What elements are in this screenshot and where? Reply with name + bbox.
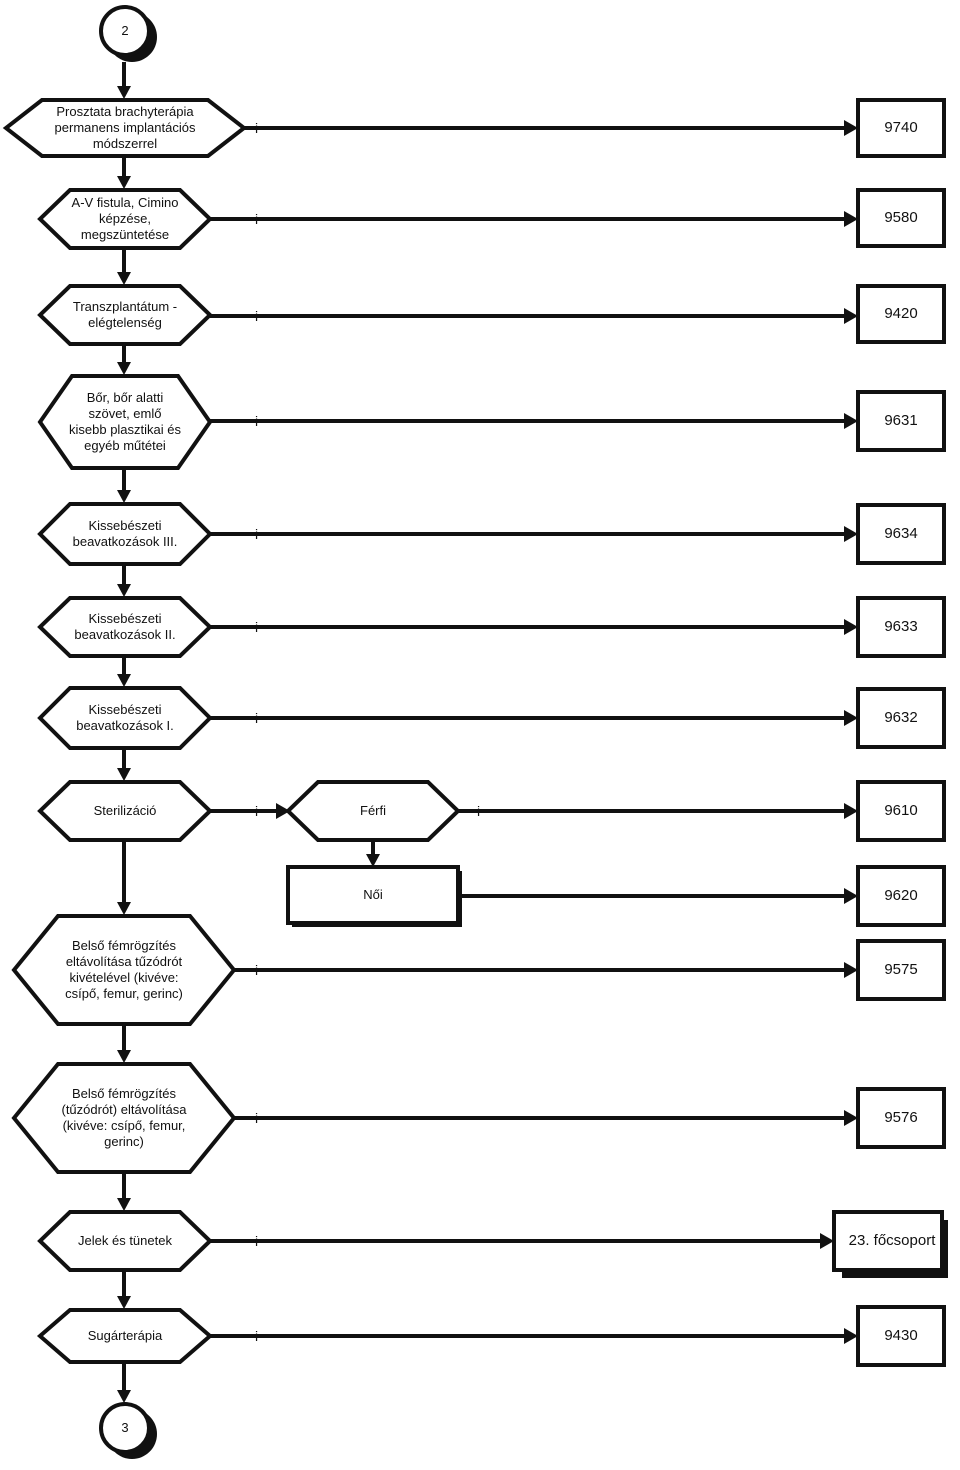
result-code: 9633 <box>884 618 918 635</box>
decision-label: Prosztata brachyterápia permanens implan… <box>54 104 196 151</box>
decision-d11 <box>37 1210 213 1272</box>
result-code: 9430 <box>884 1327 918 1344</box>
result-code: 9580 <box>884 209 918 226</box>
decision-label: Sterilizáció <box>93 803 157 818</box>
result-box-9632 <box>856 687 946 749</box>
decision-label: Sugárterápia <box>87 1328 163 1343</box>
process-label: Női <box>363 887 383 902</box>
branch-label: i <box>255 1233 259 1249</box>
decision-d12 <box>36 1308 214 1364</box>
result-box-focsoport <box>832 1210 944 1272</box>
result-box-9430 <box>856 1305 946 1367</box>
start-connector <box>99 5 151 57</box>
end-connector-label: 3 <box>121 1420 129 1435</box>
branch-label: i <box>255 413 259 429</box>
decision-d10 <box>11 1062 237 1174</box>
result-code: 9634 <box>884 525 918 542</box>
branch-label: i <box>255 120 259 136</box>
decision-d2 <box>37 188 213 250</box>
branch-label: i <box>255 1110 259 1126</box>
decision-label: Férfi <box>360 803 386 818</box>
decision-label: Transzplantátum -elégtelenség <box>72 299 178 330</box>
start-connector-label: 2 <box>121 23 129 38</box>
decision-label: Kissebészeti beavatkozások III. <box>72 518 178 549</box>
result-box-9580 <box>856 188 946 248</box>
result-code: 9740 <box>884 119 918 136</box>
decision-label: Belső fémrögzítés eltávolítása tűzódrót … <box>65 938 183 1001</box>
decision-d8 <box>37 780 213 842</box>
branch-label: i <box>477 803 481 819</box>
decision-label: Kissebészeti beavatkozások I. <box>76 702 174 733</box>
result-code: 9610 <box>884 802 918 819</box>
decision-d8a <box>285 780 461 842</box>
result-box-9420 <box>856 284 946 344</box>
decision-d9 <box>11 914 237 1026</box>
decision-label: Bőr, bőr alatti szövet, emlő kisebb plas… <box>69 390 181 453</box>
flowchart-shapes <box>2 5 948 1459</box>
result-box-9575 <box>856 939 946 1001</box>
decision-d1 <box>2 98 248 158</box>
decision-d5 <box>37 502 213 566</box>
end-connector <box>99 1402 151 1454</box>
decision-d3 <box>37 284 213 346</box>
result-code: 9576 <box>884 1109 918 1126</box>
decision-label: A-V fistula, Cimino képzése, megszünteté… <box>71 195 179 242</box>
result-code: 9632 <box>884 709 918 726</box>
decision-d6 <box>37 596 213 658</box>
branch-label: i <box>255 962 259 978</box>
result-box-9740 <box>856 98 946 158</box>
result-box-9633 <box>856 596 946 658</box>
decision-d4 <box>37 374 213 470</box>
branch-label: i <box>255 308 259 324</box>
branch-label: i <box>255 526 259 542</box>
branch-label: i <box>255 619 259 635</box>
branch-label: i <box>255 803 259 819</box>
result-code: 9620 <box>884 887 918 904</box>
decision-label: Jelek és tünetek <box>78 1233 172 1248</box>
branch-label: i <box>255 710 259 726</box>
branch-label: i <box>255 1328 259 1344</box>
branch-label: i <box>255 211 259 227</box>
result-box-9631 <box>856 390 946 452</box>
result-code: 9575 <box>884 961 918 978</box>
connector-lines <box>117 62 858 1403</box>
result-box-9576 <box>856 1087 946 1149</box>
decision-label: Kissebészeti beavatkozások II. <box>74 611 176 642</box>
decision-label: Belső fémrögzítés (tűzódrót) eltávolítás… <box>61 1086 187 1149</box>
result-code: 23. főcsoport <box>848 1232 936 1249</box>
process-box-noi <box>286 865 460 925</box>
result-box-9620 <box>856 865 946 927</box>
result-code: 9631 <box>884 412 918 429</box>
decision-d7 <box>37 686 213 750</box>
result-box-9610 <box>856 780 946 842</box>
result-code: 9420 <box>884 305 918 322</box>
result-box-9634 <box>856 503 946 565</box>
